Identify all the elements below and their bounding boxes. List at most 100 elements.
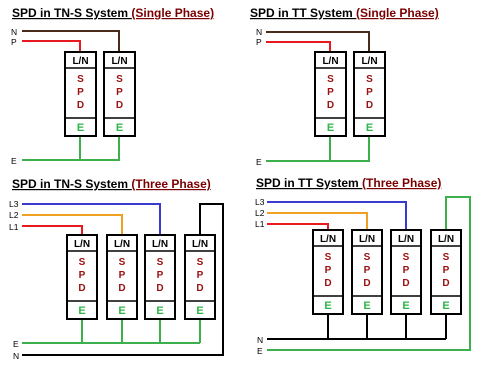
line-label-l2: L2: [9, 210, 19, 220]
diagram-tns-single-phase: SPD in TN-S System (Single Phase) N P E …: [11, 6, 214, 166]
spd-letter-s: S: [197, 257, 204, 268]
line-label-n: N: [11, 27, 17, 37]
spd-letter-d: D: [116, 100, 123, 111]
phase-wire: [22, 40, 81, 52]
spd-body: [430, 229, 462, 315]
spd-letter-d: D: [324, 278, 331, 289]
l3-wire: [267, 201, 407, 230]
spd-earth-label: E: [116, 122, 123, 134]
l3-wire: [22, 203, 161, 235]
earth-wire: [22, 136, 120, 161]
l2-wire: [22, 214, 123, 235]
line-label-e: E: [11, 156, 17, 166]
spd-letter-p: P: [327, 87, 334, 98]
spd-earth-label: E: [118, 305, 125, 317]
spd-letter-p: P: [403, 265, 410, 276]
spd-letter-s: S: [443, 252, 450, 263]
spd-earth-label: E: [363, 300, 370, 312]
diagram-tt-single-phase: SPD in TT System (Single Phase) N P E L/…: [250, 6, 439, 167]
line-label-e: E: [256, 157, 262, 167]
spd-letter-d: D: [327, 100, 334, 111]
spd-body: [66, 234, 98, 320]
spd-letter-p: P: [79, 270, 86, 281]
spd-letter-d: D: [363, 278, 370, 289]
l1-wire: [267, 223, 329, 230]
earth-wire: [22, 319, 201, 344]
neutral-wire: [267, 314, 447, 340]
spd-letter-p: P: [366, 87, 373, 98]
spd-ln-label: L/N: [192, 239, 208, 250]
line-label-n: N: [13, 351, 19, 361]
diagram-title: SPD in TN-S System (Three Phase): [12, 177, 211, 191]
spd-letter-d: D: [78, 283, 85, 294]
spd-earth-label: E: [78, 305, 85, 317]
spd-letter-p: P: [443, 265, 450, 276]
spd-ln-label: L/N: [359, 234, 375, 245]
spd-letter-p: P: [116, 87, 123, 98]
spd-letter-p: P: [77, 87, 84, 98]
diagram-title: SPD in TT System (Single Phase): [250, 6, 439, 20]
spd-ln-label: L/N: [320, 234, 336, 245]
spd-body: [184, 234, 216, 320]
spd-letter-s: S: [157, 257, 164, 268]
spd-ln-label: L/N: [111, 56, 127, 67]
spd-earth-label: E: [327, 122, 334, 134]
spd-body: [351, 229, 383, 315]
line-label-n: N: [256, 27, 262, 37]
spd-letter-d: D: [402, 278, 409, 289]
earth-wire: [267, 196, 471, 351]
neutral-wire: [22, 203, 224, 356]
spd-earth-label: E: [156, 305, 163, 317]
diagram-title: SPD in TT System (Three Phase): [256, 176, 441, 190]
spd-letter-s: S: [403, 252, 410, 263]
spd-body: [144, 234, 176, 320]
l1-wire: [22, 225, 83, 235]
spd-earth-label: E: [324, 300, 331, 312]
spd-letter-d: D: [196, 283, 203, 294]
l2-wire: [267, 212, 368, 230]
spd-ln-label: L/N: [72, 56, 88, 67]
spd-letter-d: D: [77, 100, 84, 111]
line-label-l3: L3: [9, 199, 19, 209]
spd-ln-label: L/N: [114, 239, 130, 250]
line-label-l3: L3: [255, 197, 265, 207]
spd-earth-label: E: [366, 122, 373, 134]
line-label-n: N: [257, 335, 263, 345]
diagram-title: SPD in TN-S System (Single Phase): [12, 6, 214, 20]
spd-letter-d: D: [442, 278, 449, 289]
spd-letter-s: S: [327, 74, 334, 85]
spd-letter-s: S: [79, 257, 86, 268]
spd-body: [103, 51, 136, 137]
neutral-wire: [266, 31, 370, 52]
spd-earth-label: E: [442, 300, 449, 312]
spd-letter-s: S: [116, 74, 123, 85]
spd-body: [312, 229, 344, 315]
spd-letter-s: S: [364, 252, 371, 263]
spd-body: [390, 229, 422, 315]
line-label-p: P: [256, 37, 262, 47]
spd-ln-label: L/N: [438, 234, 454, 245]
spd-letter-p: P: [119, 270, 126, 281]
spd-letter-p: P: [325, 265, 332, 276]
diagram-tt-three-phase: SPD in TT System (Three Phase) L3 L2 L1 …: [255, 176, 471, 356]
spd-letter-d: D: [366, 100, 373, 111]
spd-earth-label: E: [196, 305, 203, 317]
line-label-p: P: [11, 37, 17, 47]
spd-letter-s: S: [77, 74, 84, 85]
spd-letter-d: D: [118, 283, 125, 294]
spd-ln-label: L/N: [398, 234, 414, 245]
earth-wire: [266, 136, 370, 162]
